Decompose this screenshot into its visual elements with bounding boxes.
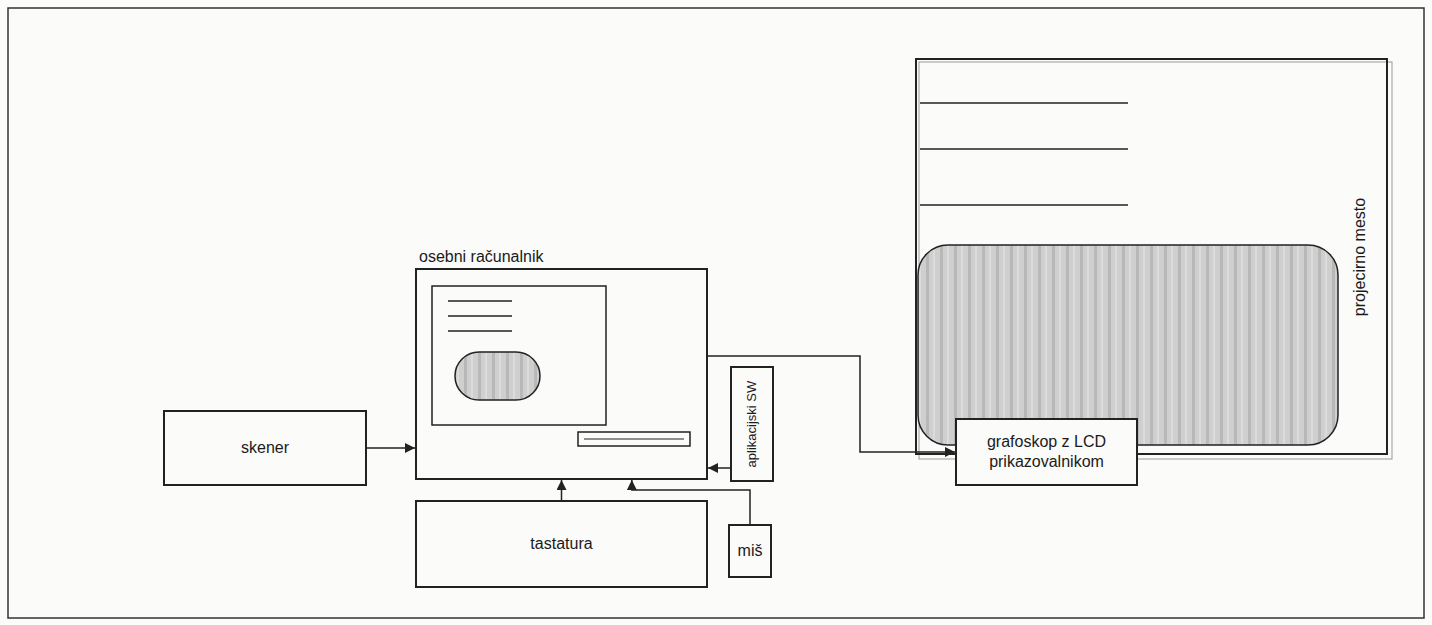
device-label: tastatura [530,534,592,554]
computer-box: osebni računalnik [415,268,708,480]
page-frame [8,8,1424,618]
device-label: aplikacijski SW [744,381,760,468]
mouse-box: miš [728,524,772,578]
device-label: grafoskop z LCD prikazovalnikom [965,432,1128,472]
projection-screen [918,62,1392,459]
projection-area: projecirno mesto [915,58,1388,455]
software-box: aplikacijski SW [730,366,774,482]
device-label: projecirno mesto [1350,197,1370,315]
monitor-screen [432,286,606,425]
projector-box: grafoskop z LCD prikazovalnikom [955,418,1138,486]
device-label: skener [241,438,289,458]
keyboard-box: tastatura [415,500,708,588]
connector-arrow [708,467,730,469]
connector-arrow [367,447,415,449]
disk-slot [578,432,690,446]
device-label: miš [738,541,763,561]
scanner-box: skener [163,410,367,486]
device-heading: osebni računalnik [419,247,708,267]
connector-arrow [561,480,563,500]
